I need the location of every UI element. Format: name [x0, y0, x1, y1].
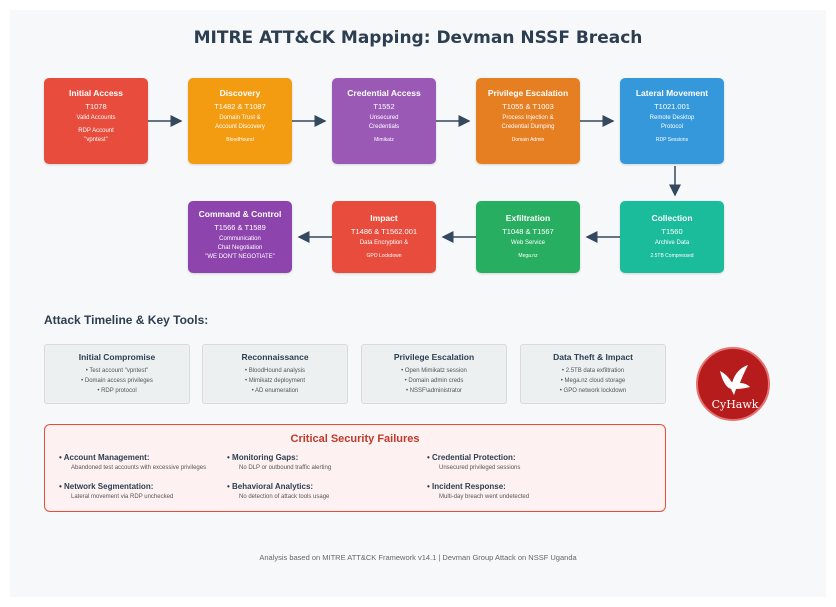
- failure-account-management: • Account Management: Abandoned test acc…: [59, 453, 207, 471]
- svg-text:CyHawk: CyHawk: [712, 398, 759, 411]
- security-failures-panel: Critical Security Failures • Account Man…: [44, 424, 666, 512]
- hawk-icon: CyHawk: [712, 365, 759, 411]
- flow-arrows: [147, 115, 681, 243]
- footer-note: Analysis based on MITRE ATT&CK Framework…: [259, 553, 577, 562]
- cyhawk-logo: CyHawk: [696, 347, 770, 421]
- node-collection: Collection T1560 Archive Data 2.5TB Comp…: [620, 201, 724, 273]
- failure-network-segmentation: • Network Segmentation: Lateral movement…: [59, 482, 174, 500]
- node-discovery: Discovery T1482 & T1087 Domain Trust & A…: [188, 78, 292, 164]
- timeline-box-reconnaissance: Reconnaissance • BloodHound analysis • M…: [202, 344, 348, 404]
- node-exfiltration: Exfiltration T1048 & T1567 Web Service M…: [476, 201, 580, 273]
- timeline-box-data-theft: Data Theft & Impact • 2.5TB data exfiltr…: [520, 344, 666, 404]
- diagram-canvas: MITRE ATT&CK Mapping: Devman NSSF Breach…: [10, 10, 826, 597]
- failure-monitoring-gaps: • Monitoring Gaps: No DLP or outbound tr…: [227, 453, 332, 471]
- page-title: MITRE ATT&CK Mapping: Devman NSSF Breach: [193, 28, 643, 48]
- node-command-control: Command & Control T1566 & T1589 Communic…: [188, 201, 292, 273]
- timeline-box-privilege-escalation: Privilege Escalation • Open Mimikatz ses…: [361, 344, 507, 404]
- node-impact: Impact T1486 & T1562.001 Data Encryption…: [332, 201, 436, 273]
- node-credential-access: Credential Access T1552 Unsecured Creden…: [332, 78, 436, 164]
- failure-behavioral-analytics: • Behavioral Analytics: No detection of …: [227, 482, 330, 500]
- failure-credential-protection: • Credential Protection: Unsecured privi…: [427, 453, 521, 471]
- failure-incident-response: • Incident Response: Multi-day breach we…: [427, 482, 530, 500]
- node-initial-access: Initial Access T1078 Valid Accounts RDP …: [44, 78, 148, 164]
- timeline-box-initial-compromise: Initial Compromise • Test account "vpnte…: [44, 344, 190, 404]
- node-privilege-escalation: Privilege Escalation T1055 & T1003 Proce…: [476, 78, 580, 164]
- timeline-title: Attack Timeline & Key Tools:: [44, 313, 209, 327]
- node-lateral-movement: Lateral Movement T1021.001 Remote Deskto…: [620, 78, 724, 164]
